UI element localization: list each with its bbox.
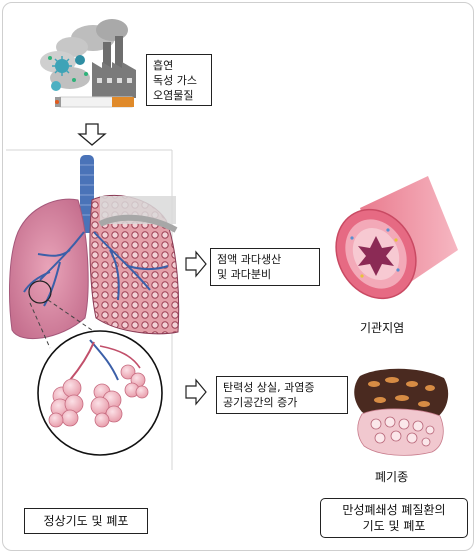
mucus-box: 점액 과다생산 및 과다분비 <box>210 248 320 286</box>
arrow-right-icon <box>185 378 207 406</box>
copd-label-line-2: 기도 및 폐포 <box>362 519 426 533</box>
left-lung <box>9 198 89 340</box>
elasticity-box: 탄력성 상실, 과염증 공기공간의 증가 <box>216 376 348 414</box>
exposure-line-2: 독성 가스 <box>153 74 197 87</box>
emphysema-label: 폐기종 <box>375 470 409 484</box>
elasticity-line-1: 탄력성 상실, 과염증 <box>223 381 315 394</box>
normal-label: 정상기도 및 폐포 <box>43 514 129 528</box>
exposure-line-1: 흡연 <box>153 59 174 72</box>
mucus-line-1: 점액 과다생산 <box>217 253 282 266</box>
cigarette-icon <box>55 96 134 108</box>
alveoli-closeup <box>37 330 163 456</box>
virus-icon <box>48 55 88 91</box>
elasticity-line-2: 공기공간의 증가 <box>223 396 298 409</box>
copd-label-line-1: 만성폐쇄성 폐질환의 <box>342 503 446 517</box>
emphysema-illustration <box>354 368 449 456</box>
copd-label-box: 만성폐쇄성 폐질환의 기도 및 폐포 <box>320 498 468 538</box>
arrow-right-icon <box>185 250 207 278</box>
bronchitis-label: 기관지염 <box>360 321 405 335</box>
exposure-line-3: 오염물질 <box>153 89 194 102</box>
exposure-box: 흡연 독성 가스 오염물질 <box>146 54 212 106</box>
magnify-circle <box>28 280 52 304</box>
factory-icon <box>40 19 136 98</box>
mucus-line-2: 및 과다분비 <box>217 268 272 281</box>
normal-label-box: 정상기도 및 폐포 <box>24 508 148 534</box>
bronchitis-illustration <box>335 176 458 300</box>
down-arrow-icon <box>77 123 107 146</box>
